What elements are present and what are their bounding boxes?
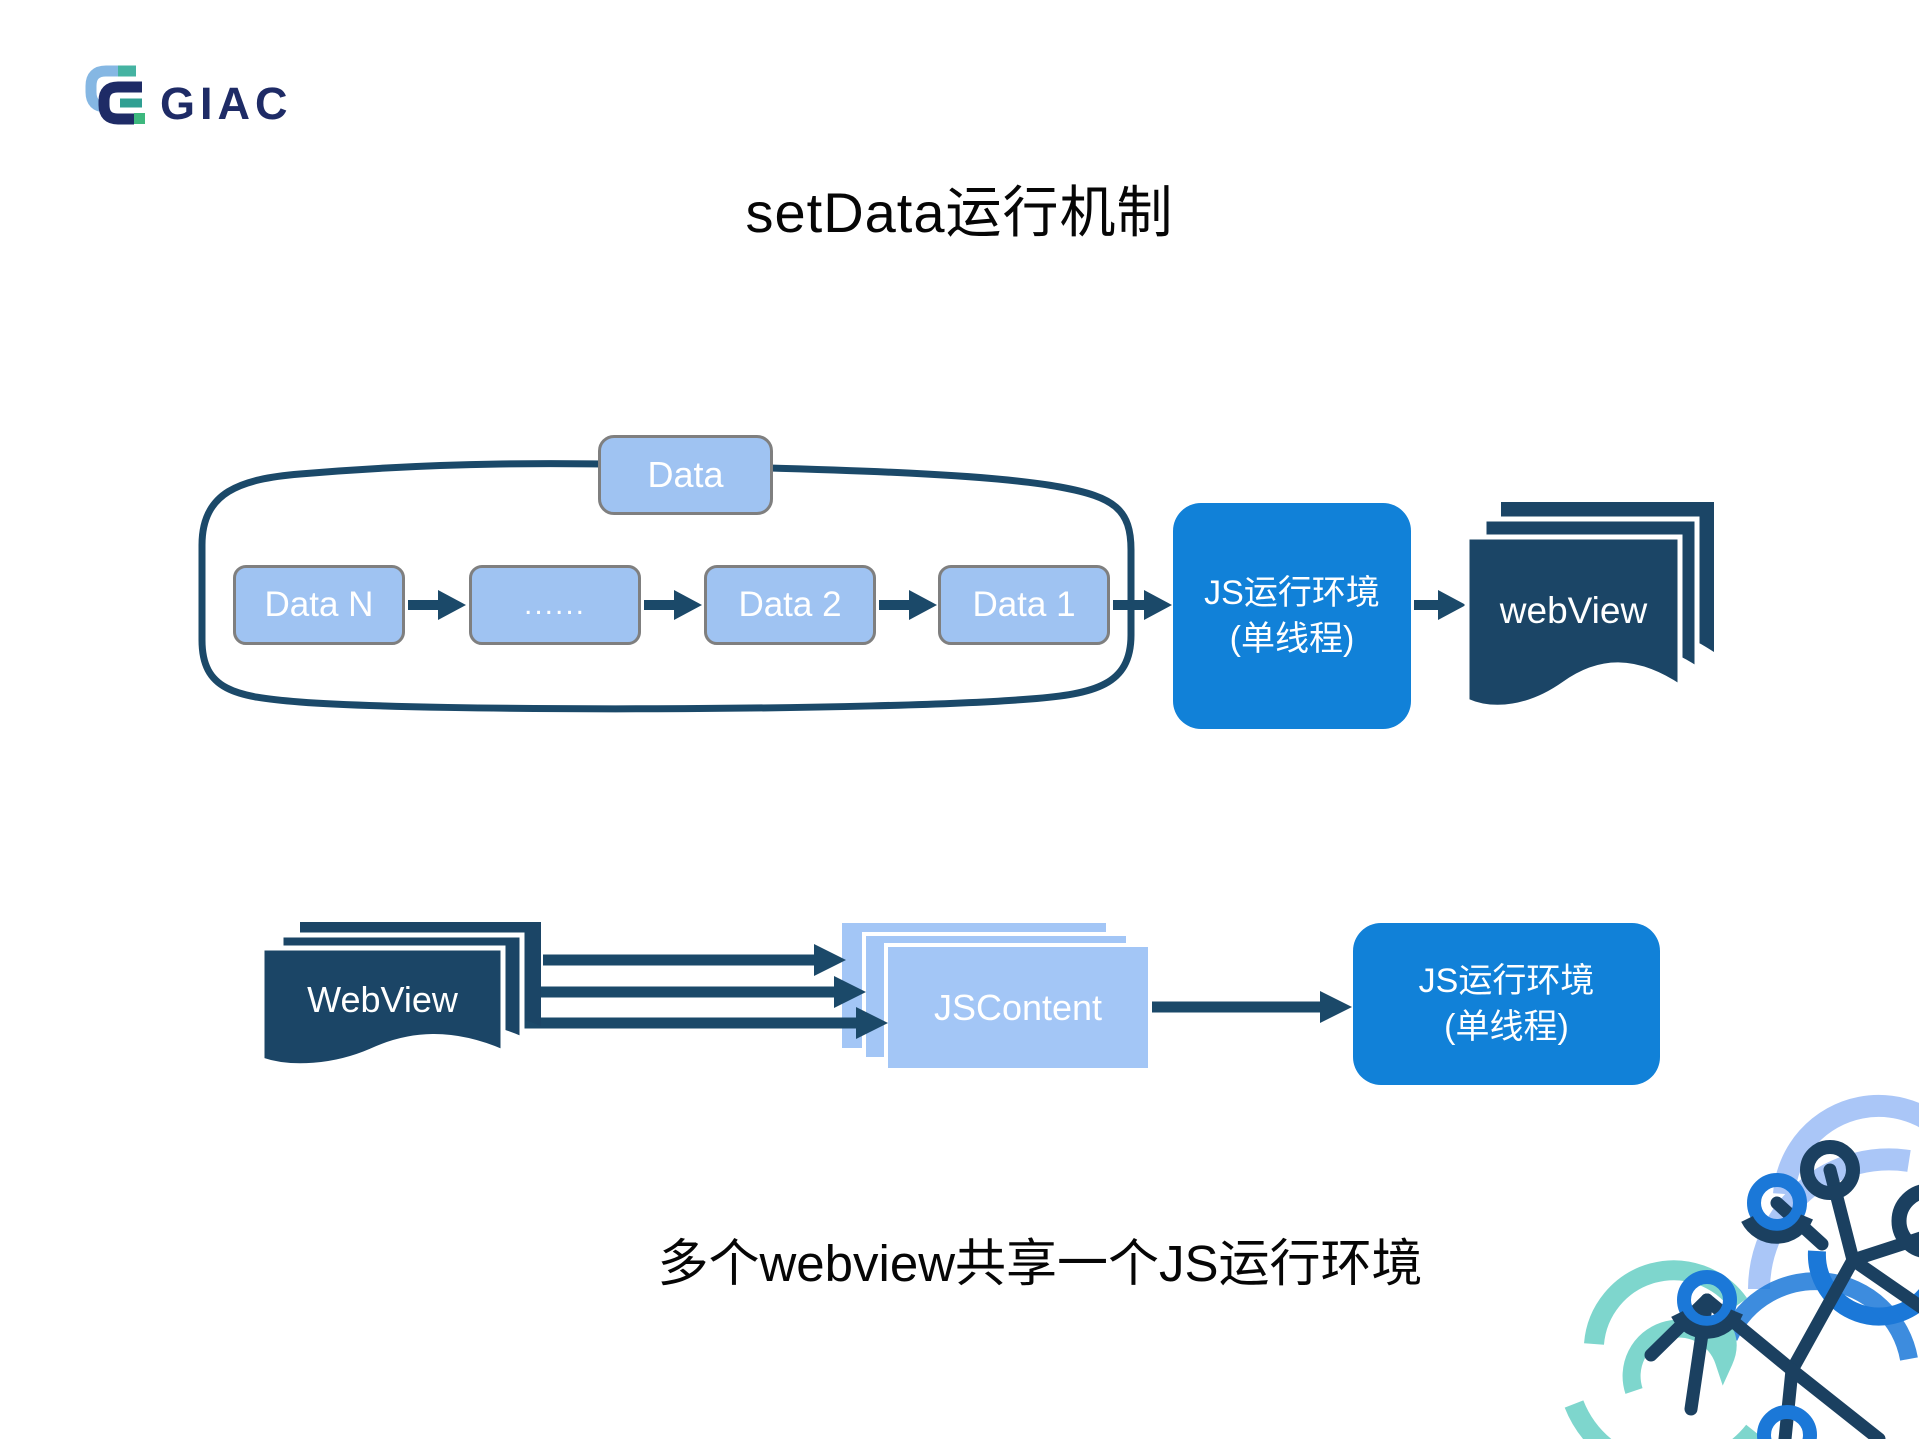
network-decoration [1564,1094,1919,1439]
data-group-outline [198,460,1135,713]
js-runtime-box-bottom: JS运行环境 (单线程) [1353,923,1660,1085]
queue-box-text: Data N [264,585,374,624]
queue-box-ellipsis: ...... [469,565,641,645]
jscontent-stack [842,923,1152,1072]
queue-box-data-2: Data 2 [704,565,876,645]
data-group-label: Data [598,435,773,515]
giac-logo-text: GIAC [160,78,293,129]
webview-doc-stack-bottom [259,922,541,1069]
queue-box-text: ...... [523,588,586,621]
js-runtime-line1: JS运行环境 [1204,574,1380,612]
webview-doc-stack-top [1464,502,1714,710]
queue-box-text: Data 2 [738,585,842,624]
flow-bottom-arrows [508,944,1352,1039]
slide-caption: 多个webview共享一个JS运行环境 [657,1235,1423,1292]
page-title: setData运行机制 [745,181,1174,244]
js-runtime-line1: JS运行环境 [1418,962,1595,1000]
queue-box-data-n: Data N [233,565,405,645]
queue-box-text: Data 1 [972,585,1076,624]
js-runtime-line2: (单线程) [1444,1008,1569,1046]
flow-top-arrows [408,590,1466,620]
js-runtime-box-top: JS运行环境 (单线程) [1173,503,1411,729]
js-runtime-line2: (单线程) [1229,620,1355,658]
queue-box-data-1: Data 1 [938,565,1110,645]
data-group-label-text: Data [647,454,724,495]
giac-logo-mark-icon [85,65,145,125]
